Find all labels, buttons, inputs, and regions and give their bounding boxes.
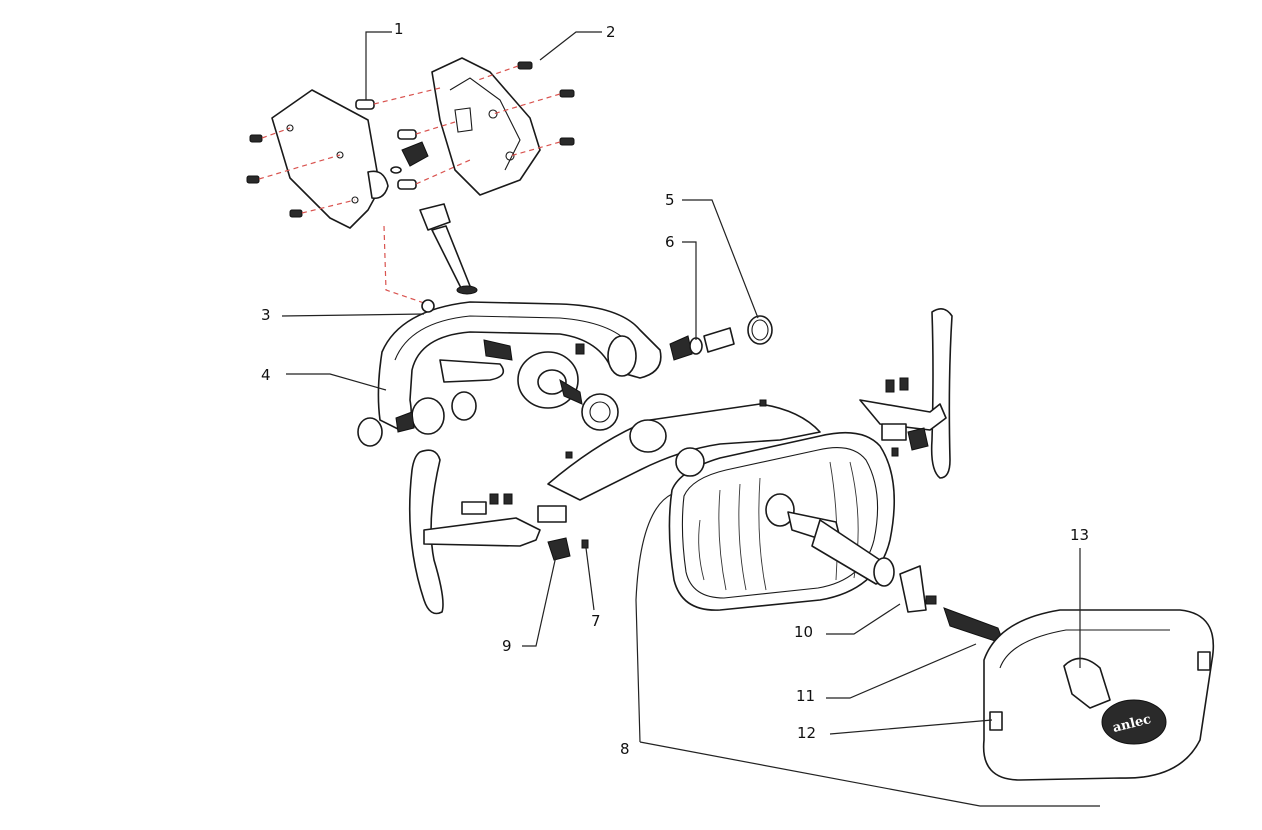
part-number-12: 12 xyxy=(797,724,816,742)
spring-and-ring xyxy=(669,315,773,361)
part-number-13: 13 xyxy=(1070,526,1089,544)
yoke-arm xyxy=(377,299,662,435)
part-number-9: 9 xyxy=(502,637,512,655)
rear-cover-plate xyxy=(431,57,541,196)
yoke-bracket xyxy=(439,339,513,383)
leader-9 xyxy=(522,555,557,647)
leader-lines xyxy=(281,31,1100,807)
leader-3 xyxy=(281,313,425,317)
part-number-6: 6 xyxy=(665,233,675,251)
leader-10 xyxy=(826,603,901,635)
leader-1 xyxy=(365,31,392,100)
latch-clip xyxy=(390,141,429,174)
front-cover-plate xyxy=(271,89,389,229)
part-number-10: 10 xyxy=(794,623,813,641)
part-number-labels: 1 2 3 4 5 6 7 8 9 10 11 12 13 xyxy=(261,20,1089,758)
screw-set-left xyxy=(246,127,356,218)
leader-12 xyxy=(829,719,993,735)
screw-set-right xyxy=(477,61,575,157)
cover-handle: anlec xyxy=(1063,657,1167,745)
leader-7 xyxy=(585,547,595,611)
leader-11 xyxy=(826,643,977,699)
part-number-1: 1 xyxy=(394,20,404,38)
part-number-2: 2 xyxy=(606,23,616,41)
lamp-socket xyxy=(765,493,895,587)
part-number-5: 5 xyxy=(665,191,675,209)
part-number-3: 3 xyxy=(261,306,271,324)
left-washer-set xyxy=(357,391,477,447)
leader-2 xyxy=(539,31,602,61)
connector-plug xyxy=(943,607,1005,645)
socket-bracket xyxy=(899,565,937,613)
alignment-guide xyxy=(383,225,431,306)
part-number-11: 11 xyxy=(796,687,815,705)
left-handle xyxy=(408,449,589,615)
leader-8 xyxy=(635,493,1100,807)
right-handle xyxy=(859,308,953,479)
part-number-8: 8 xyxy=(620,740,630,758)
part-number-4: 4 xyxy=(261,366,271,384)
leader-6 xyxy=(682,241,697,340)
pin-set xyxy=(355,87,471,190)
yoke-frame xyxy=(547,399,821,501)
pivot-hub xyxy=(517,343,619,431)
leader-5 xyxy=(682,199,759,319)
part-number-7: 7 xyxy=(591,612,601,630)
leader-4 xyxy=(286,373,387,391)
release-knob xyxy=(419,203,478,295)
